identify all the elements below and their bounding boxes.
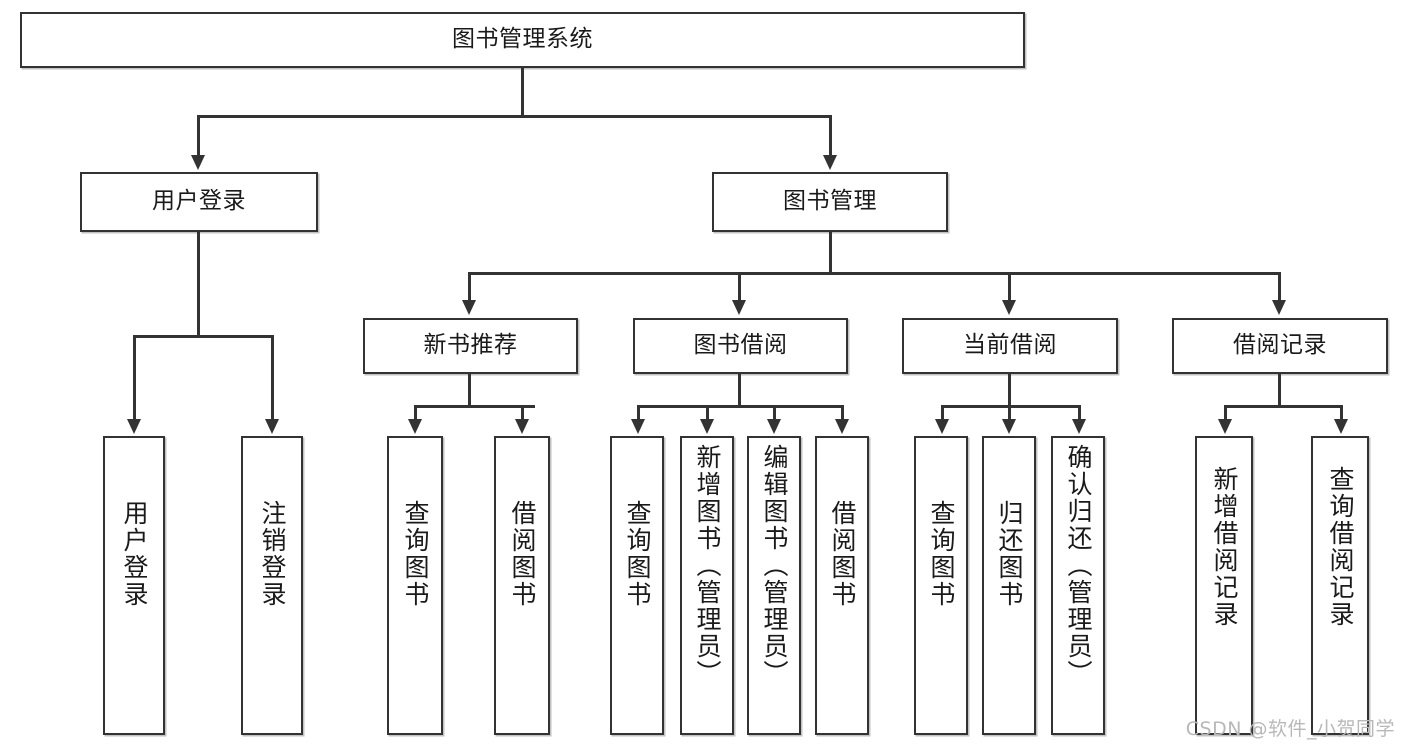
leaf-user-login[interactable]: 用户登录 <box>103 436 165 735</box>
connector-root-stem <box>521 68 524 115</box>
arrowhead-icon-leaf-query-book-2 <box>631 419 645 434</box>
leaf-add-book-admin[interactable]: 新增图书（管理员） <box>680 436 734 735</box>
arrowhead-icon-current-borrow <box>1002 300 1016 315</box>
node-label: 用户登录 <box>152 188 246 215</box>
connector-book-manage-stem <box>829 232 832 273</box>
connector-book-borrow-stem <box>738 374 741 405</box>
connector-new-book-rec-child-1 <box>414 405 417 421</box>
connector-borrow-record-stem <box>1278 374 1281 405</box>
node-book-management[interactable]: 图书管理 <box>712 172 948 232</box>
connector-user-login-stem <box>197 232 200 335</box>
connector-user-login-bar <box>133 335 274 338</box>
connector-root-to-user-login <box>197 115 200 157</box>
connector-book-borrow-child-1 <box>637 405 640 421</box>
arrowhead-icon-leaf-edit-book <box>767 419 781 434</box>
node-label: 借阅图书 <box>828 500 857 608</box>
node-label: 图书借阅 <box>693 332 788 359</box>
leaf-query-book-1[interactable]: 查询图书 <box>387 436 443 735</box>
leaf-borrow-book-1[interactable]: 借阅图书 <box>494 436 550 735</box>
node-label: 注销登录 <box>258 500 287 608</box>
connector-user-login-child-2 <box>271 335 274 421</box>
leaf-confirm-return-admin[interactable]: 确认归还（管理员） <box>1051 436 1105 735</box>
arrowhead-icon-borrow-record <box>1272 300 1286 315</box>
connector-new-book-rec-child-2 <box>521 405 524 421</box>
connector-book-borrow-child-4 <box>841 405 844 421</box>
arrowhead-icon-leaf-return-book <box>1002 419 1016 434</box>
node-current-borrowing[interactable]: 当前借阅 <box>902 318 1118 374</box>
leaf-logout[interactable]: 注销登录 <box>241 436 303 735</box>
leaf-query-book-2[interactable]: 查询图书 <box>610 436 664 735</box>
connector-current-borrow-bar <box>941 405 1080 408</box>
arrowhead-icon-to-book-manage <box>823 155 837 170</box>
node-label: 查询图书 <box>623 500 652 608</box>
connector-current-borrow-child-3 <box>1078 405 1081 421</box>
arrowhead-icon-leaf-logout <box>265 419 279 434</box>
node-label: 新增借阅记录 <box>1210 466 1239 628</box>
node-label: 借阅图书 <box>508 500 537 608</box>
connector-borrow-record-child-2 <box>1340 405 1343 421</box>
node-user-login[interactable]: 用户登录 <box>80 172 318 232</box>
node-label: 编辑图书（管理员） <box>760 444 789 687</box>
leaf-return-book[interactable]: 归还图书 <box>982 436 1036 735</box>
leaf-edit-book-admin[interactable]: 编辑图书（管理员） <box>747 436 801 735</box>
connector-root-to-book-manage <box>829 115 832 157</box>
node-root-book-management-system[interactable]: 图书管理系统 <box>20 12 1025 68</box>
arrowhead-icon-leaf-add-record <box>1218 419 1232 434</box>
leaf-borrow-book-2[interactable]: 借阅图书 <box>815 436 869 735</box>
arrowhead-icon-leaf-query-record <box>1334 419 1348 434</box>
leaf-add-borrow-record[interactable]: 新增借阅记录 <box>1195 436 1253 735</box>
arrowhead-icon-leaf-borrow-book-1 <box>515 419 529 434</box>
connector-root-bar <box>197 115 831 118</box>
arrowhead-icon-leaf-borrow-book-2 <box>835 419 849 434</box>
node-label: 当前借阅 <box>963 332 1057 359</box>
node-label: 借阅记录 <box>1233 332 1327 359</box>
leaf-query-book-3[interactable]: 查询图书 <box>914 436 968 735</box>
connector-book-manage-child-2 <box>738 272 741 302</box>
node-book-borrowing[interactable]: 图书借阅 <box>633 318 848 374</box>
csdn-watermark: CSDN @软件_小贺同学 <box>1185 718 1395 740</box>
arrowhead-icon-leaf-user-login <box>127 419 141 434</box>
arrowhead-icon-leaf-query-book-1 <box>408 419 422 434</box>
connector-book-manage-child-1 <box>468 272 471 302</box>
node-label: 图书管理 <box>783 188 877 215</box>
arrowhead-icon-to-user-login <box>191 155 205 170</box>
node-label: 用户登录 <box>120 500 149 608</box>
arrowhead-icon-leaf-confirm-return <box>1072 419 1086 434</box>
node-borrowing-record[interactable]: 借阅记录 <box>1172 318 1388 374</box>
node-label: 查询图书 <box>401 500 430 608</box>
connector-book-manage-bar <box>468 272 1280 275</box>
node-label: 图书管理系统 <box>452 26 593 53</box>
arrowhead-icon-leaf-query-book-3 <box>935 419 949 434</box>
connector-borrow-record-child-1 <box>1224 405 1227 421</box>
arrowhead-icon-leaf-add-book <box>700 419 714 434</box>
connector-current-borrow-child-2 <box>1008 405 1011 421</box>
connector-current-borrow-stem <box>1008 374 1011 405</box>
connector-book-borrow-bar <box>637 405 844 408</box>
connector-current-borrow-child-1 <box>941 405 944 421</box>
node-label: 新书推荐 <box>423 332 518 359</box>
arrowhead-icon-new-book-rec <box>462 300 476 315</box>
connector-new-book-rec-bar <box>414 405 535 408</box>
connector-book-borrow-child-2 <box>706 405 709 421</box>
connector-borrow-record-bar <box>1224 405 1342 408</box>
connector-book-manage-child-4 <box>1278 272 1281 302</box>
node-new-book-recommendation[interactable]: 新书推荐 <box>363 318 578 374</box>
node-label: 新增图书（管理员） <box>693 444 722 687</box>
node-label: 归还图书 <box>995 500 1024 608</box>
node-label: 确认归还（管理员） <box>1064 444 1093 687</box>
node-label: 查询借阅记录 <box>1326 466 1355 628</box>
connector-book-borrow-child-3 <box>773 405 776 421</box>
connector-new-book-rec-stem <box>468 374 471 405</box>
connector-user-login-child-1 <box>133 335 136 421</box>
node-label: 查询图书 <box>927 500 956 608</box>
arrowhead-icon-book-borrow <box>732 300 746 315</box>
connector-book-manage-child-3 <box>1008 272 1011 302</box>
leaf-query-borrow-record[interactable]: 查询借阅记录 <box>1311 436 1369 735</box>
